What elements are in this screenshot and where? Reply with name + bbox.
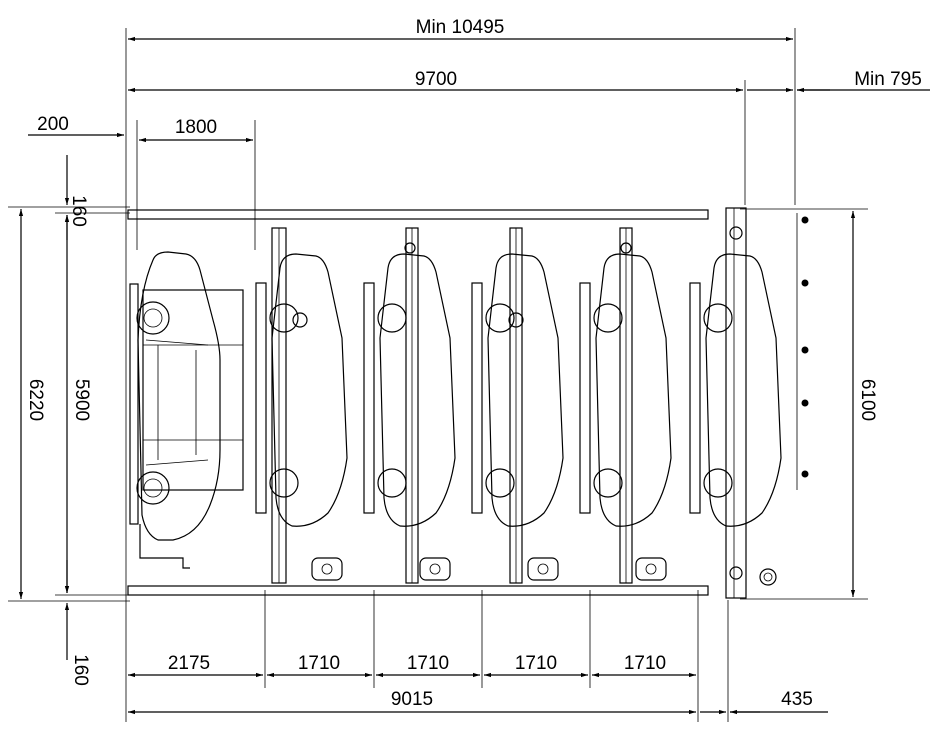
pallet-2 (255, 227, 348, 584)
rails (127, 207, 777, 599)
dim-bay-5: 1710 (624, 653, 666, 674)
dim-right-end: 435 (781, 689, 813, 710)
dim-min-total-width: Min 10495 (416, 17, 505, 38)
first-bay (129, 251, 244, 569)
dim-overall-width: 9700 (415, 69, 457, 90)
dim-bay-4: 1710 (515, 653, 557, 674)
dimension-lines (8, 28, 930, 722)
dim-bay-3: 1710 (407, 653, 449, 674)
dim-first-bay-width: 1800 (175, 117, 217, 138)
dim-inner-depth: 5900 (71, 379, 92, 421)
pallet-4 (471, 227, 564, 584)
dim-bay-2: 1710 (298, 653, 340, 674)
pallet-5 (579, 227, 672, 584)
dimension-labels: Min 10495 9700 Min 795 200 1800 160 6220… (25, 17, 922, 710)
dim-min-right-clearance: Min 795 (854, 69, 922, 90)
dim-overall-depth: 6220 (25, 379, 46, 421)
dim-right-depth: 6100 (857, 379, 878, 421)
anchor-bolts (796, 213, 809, 490)
dim-bottom-margin: 160 (70, 654, 91, 686)
pallets (255, 227, 782, 584)
car-1 (136, 251, 221, 541)
dim-total-bays-width: 9015 (391, 689, 433, 710)
dim-bay-first: 2175 (168, 653, 210, 674)
dim-left-offset: 200 (37, 114, 69, 135)
dim-top-margin: 160 (68, 195, 89, 227)
pallet-6 (689, 253, 782, 527)
pallet-3 (363, 227, 456, 584)
